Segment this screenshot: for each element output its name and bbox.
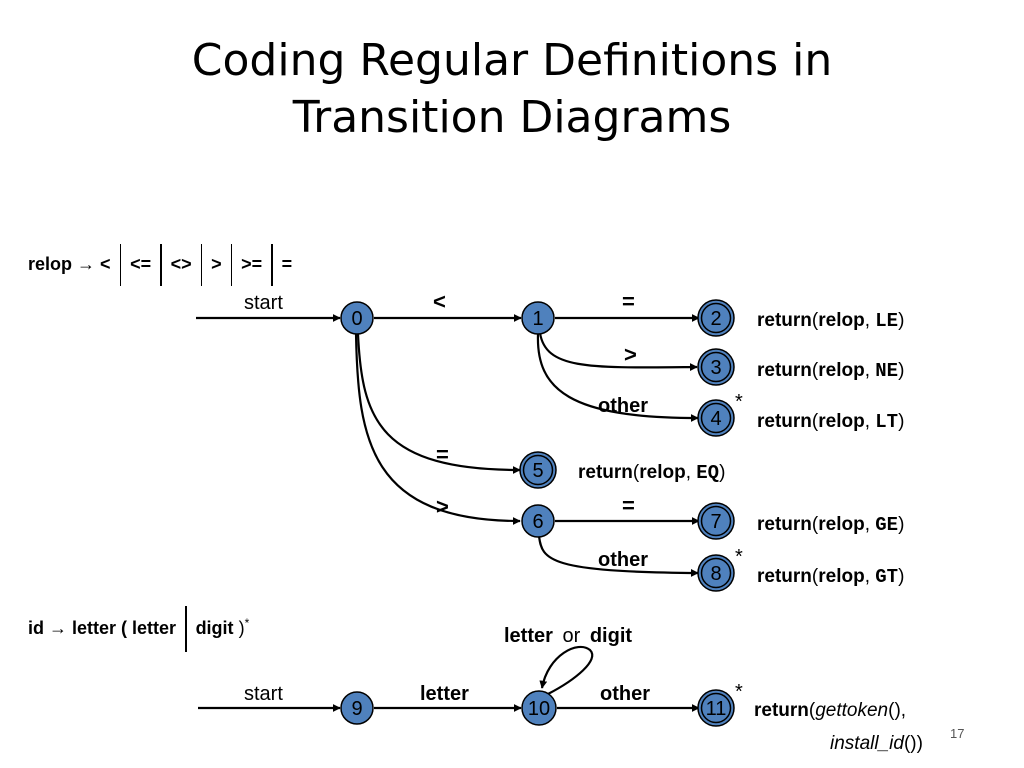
state-7-label: 7 xyxy=(710,511,721,533)
kleene-star: * xyxy=(244,615,250,630)
edge-0-1-label: < xyxy=(433,289,446,314)
edge-9-10-label: letter xyxy=(420,683,469,705)
retract-star-8: * xyxy=(735,546,743,568)
alternation-bar xyxy=(185,606,187,652)
alternation-bar xyxy=(271,244,273,286)
id-part-1: letter ( letter xyxy=(72,617,177,638)
page-number: 17 xyxy=(950,726,965,741)
start-label-2: start xyxy=(244,683,283,705)
alternation-bar xyxy=(160,244,162,286)
state-5-label: 5 xyxy=(532,460,543,482)
relop-alt-4: > xyxy=(211,253,222,274)
relop-alt-5: >= xyxy=(241,253,263,274)
state-11-label: 11 xyxy=(706,698,727,720)
alternation-bar xyxy=(200,244,203,286)
state-6-label: 6 xyxy=(532,511,543,533)
edge-6-8-label: other xyxy=(598,549,648,571)
title-line-2: Transition Diagrams xyxy=(292,92,732,143)
relop-alt-1: < xyxy=(100,253,111,274)
edge-1-2-label: = xyxy=(622,289,635,314)
state-1 xyxy=(521,301,555,335)
title-line-1: Coding Regular Definitions in xyxy=(191,35,833,86)
edge-6-8 xyxy=(537,535,699,577)
state-4 xyxy=(697,399,735,437)
state-10-label: 10 xyxy=(528,698,550,720)
id-definition: id → letter ( letter digit )* xyxy=(28,606,249,652)
state-0 xyxy=(340,301,374,335)
id-lhs: id xyxy=(28,617,44,638)
action-state-5: return(relop, EQ) xyxy=(578,462,725,484)
id-part-2: digit xyxy=(195,617,234,638)
alternation-bar xyxy=(230,244,233,286)
state-2-label: 2 xyxy=(710,308,721,330)
start-label: start xyxy=(244,292,283,314)
state-1-label: 1 xyxy=(532,308,543,330)
edge-0-5-label: = xyxy=(436,442,449,467)
loop-label: letter or digit xyxy=(504,625,632,647)
action-state-7: return(relop, GE) xyxy=(757,514,904,536)
arrow-symbol: → xyxy=(49,617,68,638)
edge-0-6 xyxy=(354,333,521,525)
edge-10-10-loop xyxy=(539,645,594,695)
relop-alt-2: <= xyxy=(130,253,152,274)
state-3 xyxy=(697,348,735,386)
edge-1-4 xyxy=(536,333,699,422)
relop-definition: relop → < <= <> > >= = xyxy=(28,244,292,286)
state-11 xyxy=(697,689,735,727)
state-4-label: 4 xyxy=(710,408,721,430)
state-10 xyxy=(521,690,557,726)
state-9 xyxy=(340,691,374,725)
retract-star-4: * xyxy=(735,391,743,413)
edge-10-11-label: other xyxy=(600,683,650,705)
edge-1-4-label: other xyxy=(598,395,648,417)
action-state-3: return(relop, NE) xyxy=(757,360,904,382)
action-state-4: return(relop, LT) xyxy=(757,411,904,433)
action-state-11-line2: install_id()) xyxy=(830,733,923,754)
retract-star-11: * xyxy=(735,681,743,703)
state-8-label: 8 xyxy=(710,563,721,585)
state-8 xyxy=(697,554,735,592)
edge-6-7-label: = xyxy=(622,493,635,518)
action-state-2: return(relop, LE) xyxy=(757,310,904,332)
state-7 xyxy=(697,502,735,540)
edge-0-5 xyxy=(356,333,521,474)
slide-title: Coding Regular Definitions in Transition… xyxy=(0,32,1024,146)
state-0-label: 0 xyxy=(351,308,362,330)
edge-1-3-label: > xyxy=(624,342,637,367)
relop-alt-3: <> xyxy=(170,253,192,274)
action-state-11-line1: return(gettoken(), xyxy=(754,700,906,721)
edge-0-6-label: > xyxy=(436,494,449,519)
arrow-symbol: → xyxy=(77,253,96,274)
relop-alt-6: = xyxy=(281,253,293,274)
state-3-label: 3 xyxy=(710,357,721,379)
state-9-label: 9 xyxy=(351,698,362,720)
state-5 xyxy=(519,451,557,489)
id-close-paren: ) xyxy=(238,617,245,638)
alternation-bar xyxy=(119,244,122,286)
relop-lhs: relop xyxy=(28,253,73,274)
state-6 xyxy=(521,504,555,538)
state-2 xyxy=(697,299,735,337)
edge-1-3 xyxy=(538,332,698,372)
action-state-8: return(relop, GT) xyxy=(757,566,904,588)
